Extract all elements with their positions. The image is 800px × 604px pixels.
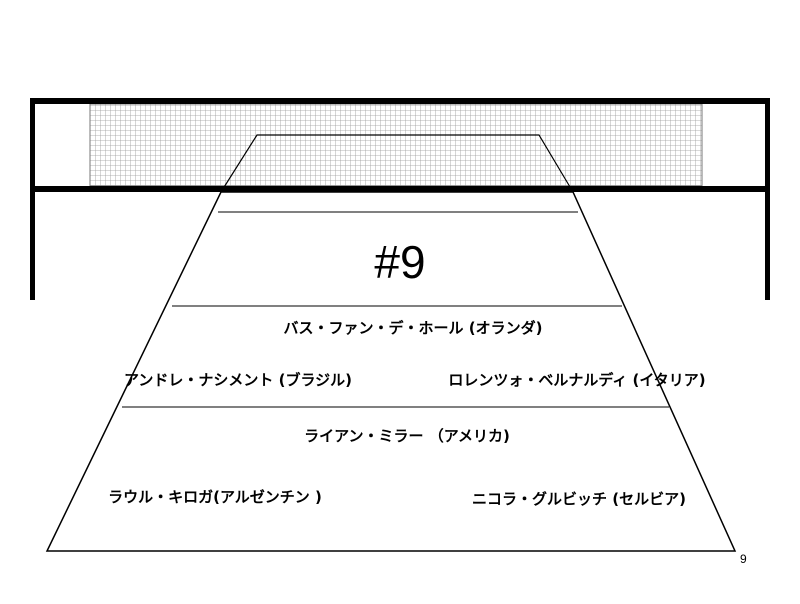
far-court-lines [220,134,574,193]
player-label-1: バス・ファン・デ・ホール (オランダ) [283,319,543,337]
page-number: 9 [740,552,747,566]
net-left-post [30,98,35,300]
slide-title: #9 [374,236,426,288]
player-label-4: ライアン・ミラー （アメリカ) [304,427,510,445]
player-label-3: ロレンツォ・ベルナルディ (イタリア) [448,371,706,389]
player-label-5: ラウル・キロガ(アルゼンチン ) [108,488,322,506]
net-bottom-band [30,186,770,192]
net-top-band [30,98,770,104]
player-label-6: ニコラ・グルビッチ (セルビア) [472,490,686,508]
net-mesh [89,103,703,187]
player-label-2: アンドレ・ナシメント (ブラジル) [123,371,353,389]
court-outline [45,191,737,552]
net-right-post [765,98,770,300]
